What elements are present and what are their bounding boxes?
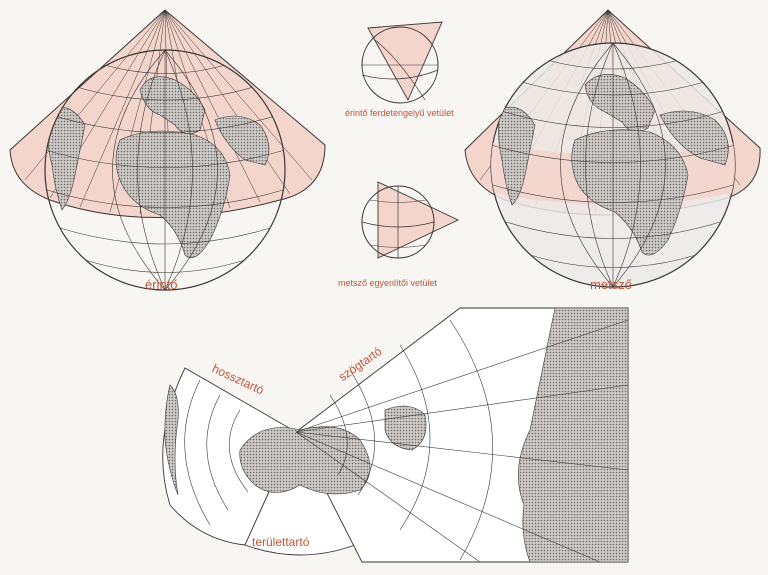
fan-arcs xyxy=(184,319,629,563)
equatorial-label: metsző egyenlítői vetület xyxy=(338,278,438,288)
oblique-label: érintő ferdetengelyű vetület xyxy=(345,108,454,118)
tangent-globe-graticule xyxy=(45,50,285,290)
fan-land-island xyxy=(384,405,427,451)
fan-land-center xyxy=(239,426,371,495)
equatorial-cone xyxy=(377,181,460,259)
secant-label: metsző xyxy=(590,277,632,292)
equal-area-label: területtartó xyxy=(252,535,310,549)
fan-land-coast xyxy=(517,307,629,563)
fan-land-west xyxy=(164,384,179,496)
oblique-projection-schematic xyxy=(361,21,443,104)
secant-cone-globe xyxy=(464,9,761,288)
tangent-globe-land xyxy=(47,76,270,259)
secant-globe-graticule xyxy=(491,43,735,287)
conic-fan-map xyxy=(162,307,629,563)
oblique-cone xyxy=(367,21,443,102)
tangent-label: érintő xyxy=(145,277,178,292)
equatorial-projection-schematic xyxy=(361,181,460,259)
tangent-cone-globe xyxy=(9,9,326,291)
secant-globe-land xyxy=(498,73,729,256)
